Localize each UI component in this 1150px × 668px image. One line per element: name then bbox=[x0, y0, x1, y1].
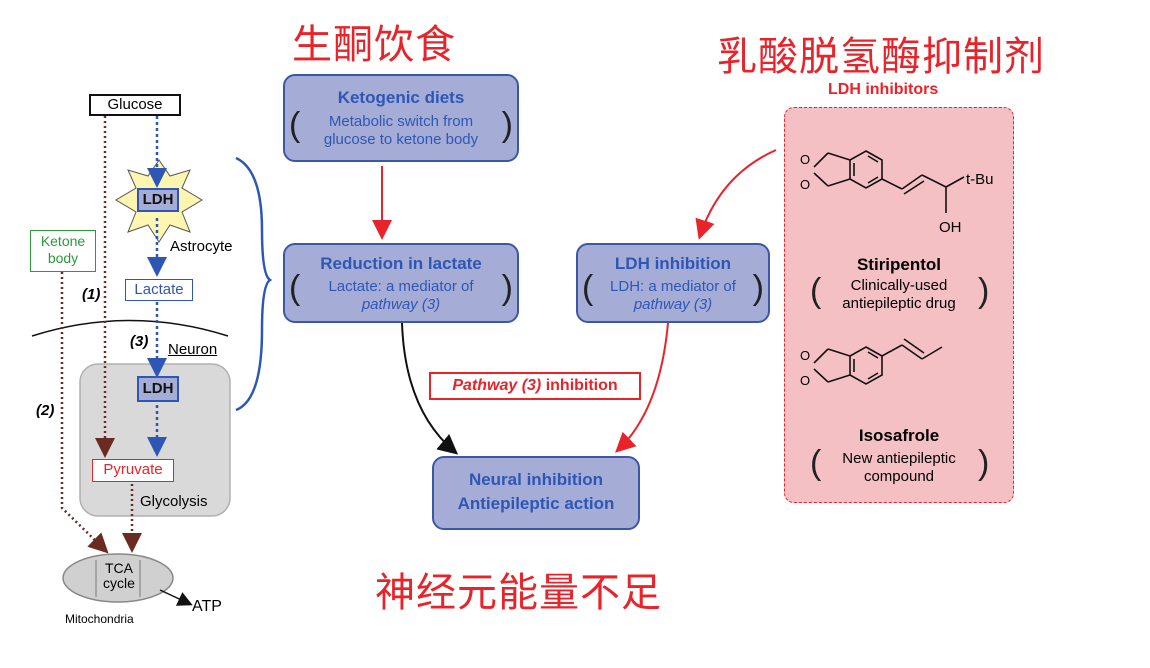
oxygen-atom: O bbox=[800, 348, 810, 363]
paren-left: ( bbox=[810, 444, 822, 482]
reduction-lactate-box: Reduction in lactate Lactate: a mediator… bbox=[283, 243, 519, 323]
astrocyte-brace bbox=[235, 156, 273, 412]
paren-left: ( bbox=[289, 106, 301, 144]
arrow-tca-atp bbox=[159, 589, 193, 606]
ldh-pathway3: pathway (3) bbox=[633, 296, 713, 313]
atp-label: ATP bbox=[192, 598, 222, 615]
ketone-body-node: Ketone body bbox=[30, 230, 96, 272]
paren-right: ) bbox=[501, 106, 513, 144]
oxygen-atom: O bbox=[800, 152, 810, 167]
tca-cycle-label: TCA cycle bbox=[103, 560, 135, 591]
pathway-label-1: (1) bbox=[82, 286, 101, 303]
title-ldh-inhibitor-cn: 乳酸脱氢酶抑制剂 bbox=[717, 34, 1045, 80]
paren-left: ( bbox=[810, 272, 822, 310]
antiepileptic-action-title: Antiepileptic action bbox=[457, 494, 615, 513]
paren-right: ) bbox=[501, 269, 513, 307]
reduction-pathway3: pathway (3) bbox=[361, 296, 441, 313]
ketogenic-diets-sub: Metabolic switch from glucose to ketone … bbox=[323, 113, 479, 148]
isosafrole-name: Isosafrole bbox=[858, 426, 940, 445]
mitochondria-shape bbox=[62, 553, 174, 603]
ketogenic-diets-title: Ketogenic diets bbox=[337, 88, 465, 107]
glycolysis-label: Glycolysis bbox=[140, 493, 208, 510]
title-ketogenic-cn: 生酮饮食 bbox=[292, 22, 456, 68]
arrow-ldh-neural bbox=[615, 322, 669, 453]
arrow-reduction-neural bbox=[401, 322, 459, 455]
ldh-astrocyte-node: LDH bbox=[137, 188, 179, 212]
ldh-inhibitors-header: LDH inhibitors bbox=[828, 81, 939, 98]
arrow-inhibitors-ldh bbox=[695, 149, 777, 240]
molecule-structures: O O t-Bu OH O O bbox=[800, 150, 994, 388]
stiripentol-structure bbox=[813, 150, 965, 213]
lactate-node: Lactate bbox=[125, 279, 193, 301]
title-neuron-energy-cn: 神经元能量不足 bbox=[375, 570, 662, 616]
pathway3-italic: Pathway (3) bbox=[452, 377, 542, 394]
stiripentol-name: Stiripentol bbox=[856, 255, 942, 274]
neural-inhibition-box: Neural inhibition Antiepileptic action bbox=[432, 456, 640, 530]
oxygen-atom: O bbox=[800, 373, 810, 388]
stiripentol-desc: Clinically-used antiepileptic drug bbox=[842, 277, 956, 312]
paren-right: ) bbox=[978, 444, 990, 482]
pathway-label-2: (2) bbox=[36, 402, 55, 419]
arrow-path-2 bbox=[60, 272, 109, 554]
ldh-inhibition-box: LDH inhibition LDH: a mediator of pathwa… bbox=[576, 243, 770, 323]
reduction-lactate-title: Reduction in lactate bbox=[320, 254, 482, 273]
isosafrole-desc: New antiepileptic compound bbox=[842, 450, 956, 485]
pathway3-rest: inhibition bbox=[541, 377, 618, 394]
paren-right: ) bbox=[978, 272, 990, 310]
glucose-node: Glucose bbox=[89, 94, 181, 116]
pyruvate-node: Pyruvate bbox=[92, 459, 174, 482]
paren-left: ( bbox=[289, 269, 301, 307]
neuron-label: Neuron bbox=[168, 341, 218, 358]
ldh-inhibition-title: LDH inhibition bbox=[614, 254, 732, 273]
paren-right: ) bbox=[752, 269, 764, 307]
neural-inhibition-title: Neural inhibition bbox=[468, 470, 604, 489]
mitochondria-label: Mitochondria bbox=[65, 612, 134, 626]
oh-group: OH bbox=[939, 219, 962, 236]
ldh-neuron-node: LDH bbox=[137, 376, 179, 402]
astrocyte-label: Astrocyte bbox=[170, 238, 233, 255]
reduction-lactate-sub: Lactate: a mediator of bbox=[328, 278, 474, 295]
ketogenic-diets-box: Ketogenic diets Metabolic switch from gl… bbox=[283, 74, 519, 162]
pathway3-inhibition-label: Pathway (3) inhibition bbox=[429, 372, 641, 400]
tbu-group: t-Bu bbox=[966, 171, 994, 188]
ldh-inhibitors-panel bbox=[784, 107, 1014, 503]
neuron-membrane bbox=[31, 319, 229, 337]
paren-left: ( bbox=[582, 269, 594, 307]
pathway-label-3: (3) bbox=[130, 333, 149, 350]
isosafrole-structure bbox=[813, 338, 943, 385]
oxygen-atom: O bbox=[800, 177, 810, 192]
ldh-inhibition-sub: LDH: a mediator of bbox=[610, 278, 736, 295]
